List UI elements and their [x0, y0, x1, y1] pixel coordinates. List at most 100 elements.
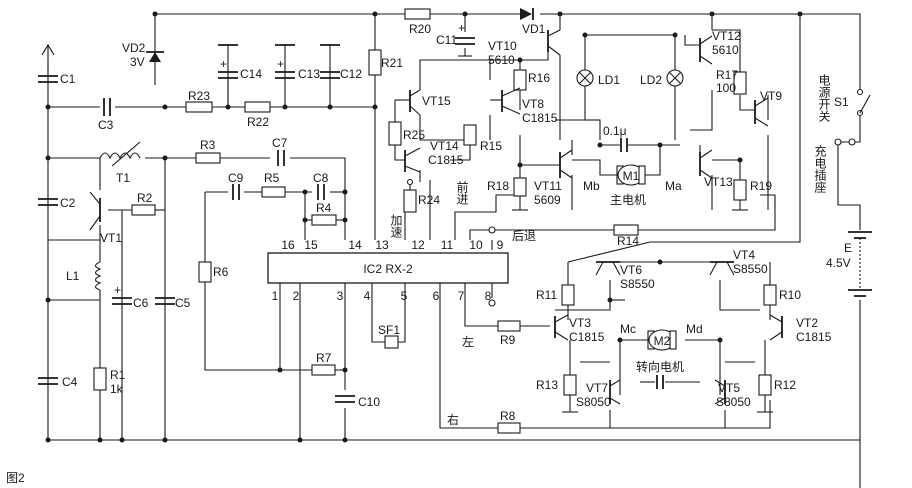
ic2-pin-8: 8 — [485, 289, 492, 303]
resistor-r7-symbol — [311, 364, 336, 376]
resistors — [93, 8, 777, 434]
label-r18: R18 — [487, 179, 509, 193]
capacitor-c6-symbol: + — [112, 283, 132, 305]
resistor-r5-symbol — [261, 186, 286, 198]
resistor-r24-symbol — [403, 189, 417, 213]
motors: M1 M2 — [616, 164, 677, 351]
label-ld1: LD1 — [598, 73, 620, 87]
ic2-chip: IC2 RX-2 16 15 14 13 12 11 10 9 1 2 3 4 … — [267, 238, 509, 303]
resistor-r11-symbol — [561, 284, 575, 306]
resistor-r2-symbol — [131, 204, 156, 216]
capacitor-c2-symbol — [38, 198, 58, 206]
label-r4: R4 — [316, 201, 332, 215]
label-vt12-type: 5610 — [712, 43, 739, 57]
capacitor-motor-m2-symbol — [656, 375, 664, 389]
label-r9: R9 — [500, 333, 516, 347]
label-r7: R7 — [316, 351, 332, 365]
resistor-r15-symbol — [463, 124, 477, 146]
capacitor-c5-symbol — [155, 297, 175, 305]
label-r1: R1 — [110, 368, 126, 382]
transistor-vt7-symbol — [609, 379, 621, 405]
ic2-pin-2: 2 — [293, 289, 300, 303]
label-vt4: VT4 — [733, 248, 755, 262]
transistor-vt5-symbol — [714, 379, 726, 405]
label-motor-cap: 0.1μ — [603, 124, 627, 138]
capacitor-c10-symbol — [335, 395, 355, 403]
label-c11-pol: + — [458, 21, 465, 35]
ic2-pin-16: 16 — [281, 238, 295, 252]
capacitor-c8-symbol — [317, 184, 325, 200]
label-r14: R14 — [617, 234, 639, 248]
label-c1: C1 — [60, 72, 76, 86]
ic2-pin-15: 15 — [304, 238, 318, 252]
label-vt8-type: C1815 — [522, 111, 558, 125]
label-vt13: VT13 — [704, 175, 733, 189]
resistor-r16-symbol — [513, 69, 527, 91]
capacitor-c9-symbol — [232, 184, 240, 200]
label-right: 右 — [447, 412, 459, 427]
label-r5: R5 — [264, 171, 280, 185]
ic2-pin-11: 11 — [441, 238, 454, 252]
label-r24: R24 — [418, 193, 440, 207]
transistor-vt12-symbol — [699, 35, 713, 65]
label-vt15: VT15 — [422, 94, 451, 108]
label-c5: C5 — [175, 296, 191, 310]
label-c14: C14 — [240, 67, 262, 81]
junctions — [45, 11, 803, 443]
ic2-bottom-pins: 1 2 3 4 5 6 7 8 — [272, 289, 492, 303]
switch-s1-symbol — [856, 88, 871, 117]
label-c8: C8 — [313, 171, 329, 185]
label-e-value: 4.5V — [826, 256, 851, 270]
label-e: E — [844, 241, 852, 255]
label-mc: Mc — [620, 322, 636, 336]
led-ld2-symbol — [666, 69, 684, 87]
label-vt7: VT7 — [586, 381, 608, 395]
transistor-vt8-symbol — [501, 87, 521, 115]
label-l1: L1 — [66, 269, 80, 283]
transistor-vt15-symbol — [409, 89, 421, 116]
label-r17: R17 — [716, 68, 738, 82]
diode-vd2-symbol — [146, 51, 164, 62]
resistor-r10-symbol — [763, 284, 777, 306]
motor-m1-symbol: M1 — [616, 164, 646, 186]
label-r16: R16 — [528, 71, 550, 85]
label-r10: R10 — [779, 288, 801, 302]
label-left: 左 — [462, 334, 474, 349]
resistor-r6-symbol — [198, 261, 212, 283]
label-c4: C4 — [62, 375, 78, 389]
svg-text:+: + — [220, 57, 227, 71]
label-r20: R20 — [409, 22, 431, 36]
ic2-label: IC2 RX-2 — [363, 262, 413, 276]
label-r15: R15 — [480, 139, 502, 153]
label-vt3: VT3 — [569, 316, 591, 330]
label-vt5-type: S8050 — [716, 395, 751, 409]
label-vt11: VT11 — [534, 179, 562, 193]
ic2-pin-9: 9 — [497, 238, 504, 252]
resistor-r8-symbol — [497, 422, 521, 434]
motor-m2-symbol: M2 — [647, 329, 677, 351]
capacitors: + + + — [38, 37, 664, 403]
transistor-vt1-symbol — [89, 191, 101, 231]
transistor-vt4-symbol — [709, 261, 735, 276]
capacitor-c3-symbol — [103, 98, 111, 116]
label-c12: C12 — [340, 67, 362, 81]
ic2-top-pins: 16 15 14 13 12 11 10 9 — [281, 238, 503, 252]
resistor-r9-symbol — [497, 320, 521, 332]
transistor-vt9-symbol — [754, 97, 769, 127]
label-r12: R12 — [774, 378, 796, 392]
capacitor-c4-symbol — [38, 377, 58, 385]
label-r19: R19 — [750, 179, 772, 193]
transistor-vt3-symbol — [554, 314, 569, 341]
label-r17-value: 100 — [716, 81, 736, 95]
figure-label: 图2 — [6, 471, 25, 485]
svg-text:+: + — [114, 283, 121, 297]
coil-t1-symbol — [99, 152, 141, 160]
resistor-r4-symbol — [311, 214, 337, 226]
diodes — [146, 8, 684, 87]
label-r25: R25 — [403, 128, 425, 142]
label-c6: C6 — [133, 296, 149, 310]
resistor-r19-symbol — [733, 179, 747, 201]
resistor-r17-symbol — [733, 71, 747, 95]
label-c13: C13 — [298, 67, 320, 81]
label-forward: 前进 — [455, 180, 469, 205]
